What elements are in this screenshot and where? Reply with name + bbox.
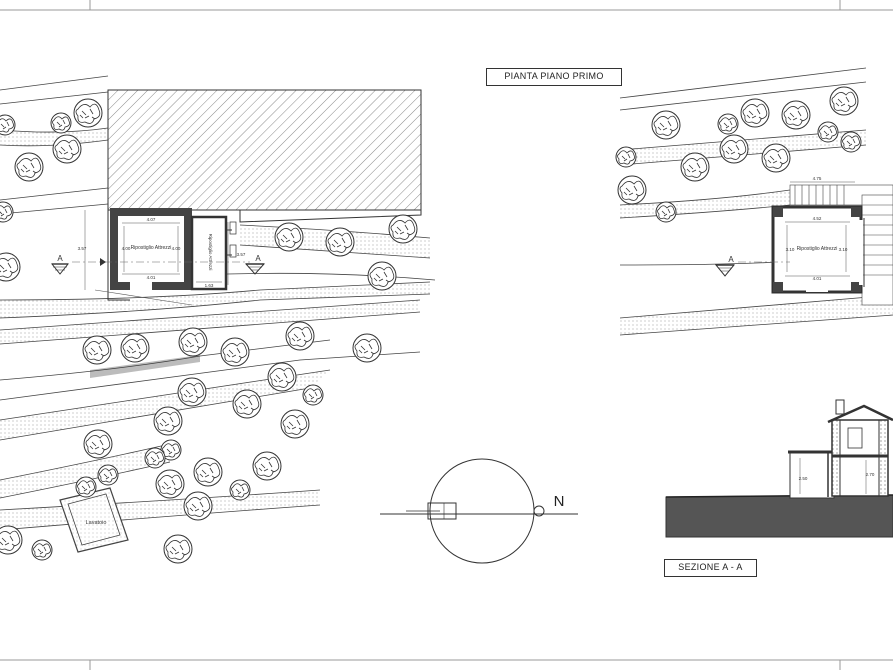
- dim-small-height: 3.57: [237, 252, 246, 257]
- label-shed-left: Ripostiglio Attrezzi: [131, 245, 172, 251]
- dim-left-top: 4.07: [147, 217, 156, 222]
- north-label: N: [554, 493, 565, 510]
- plan-labels: Ripostiglio Attrezzi Ripostiglio Attrezz…: [57, 176, 875, 526]
- label-shed-left-small: Ripostiglio Attrezzi: [208, 234, 213, 271]
- section-title: SEZIONE A - A: [664, 559, 757, 577]
- section-marker-left-2: [244, 263, 266, 275]
- section-marker-text-1: A: [57, 254, 63, 263]
- section-marker-text-3: A: [728, 255, 734, 264]
- dim-section-h2: 2.70: [866, 472, 875, 477]
- dim-right-bottom: 4.01: [813, 276, 822, 281]
- label-shed-right: Ripostiglio Attrezzi: [797, 246, 838, 252]
- dim-left-outer: 3.57: [78, 246, 87, 251]
- plan-title: PIANTA PIANO PRIMO: [486, 68, 622, 86]
- stairs: [789, 184, 893, 306]
- dim-left-side-b: 4.00: [172, 246, 181, 251]
- site-plan-right: [615, 67, 893, 336]
- site-plan-left: [0, 75, 436, 564]
- dim-left-bottom: 4.01: [147, 275, 156, 280]
- shed-right: [771, 205, 865, 294]
- section-marker-left-1: [50, 263, 70, 275]
- dim-right-side-a: 3.10: [786, 247, 795, 252]
- dim-right-side-b: 3.10: [839, 247, 848, 252]
- label-lavatoio: Lavatoio: [86, 520, 107, 526]
- dim-right-top: 4.52: [813, 216, 822, 221]
- dim-section-h1: 2.50: [799, 476, 808, 481]
- dim-left-side-a: 4.00: [122, 246, 131, 251]
- dims-left-shed: [84, 210, 229, 290]
- section-marker-right: [714, 264, 736, 277]
- shed-left: [94, 208, 237, 306]
- north-arrow: [380, 458, 578, 564]
- section-drawing: [665, 399, 893, 538]
- dims-right-shed: [785, 181, 855, 277]
- existing-building-hatched: [107, 89, 422, 211]
- dim-small-width: 1.63: [205, 283, 214, 288]
- dim-right-top-outer: 4.75: [813, 176, 822, 181]
- section-marker-text-2: A: [255, 254, 261, 263]
